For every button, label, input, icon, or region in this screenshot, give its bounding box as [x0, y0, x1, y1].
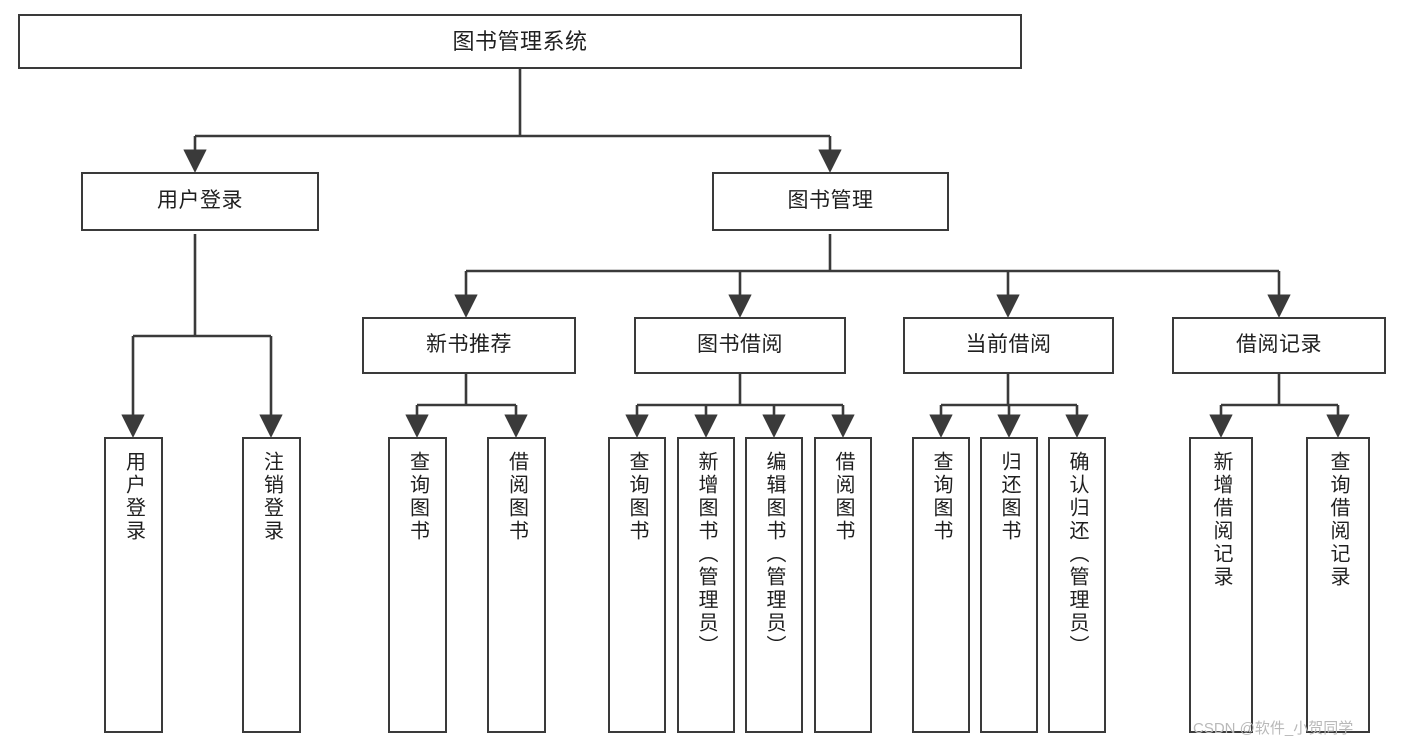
- node-leaf-record-query[interactable]: 查询借阅记录: [1306, 437, 1370, 733]
- node-leaf-current-return[interactable]: 归还图书: [980, 437, 1038, 733]
- node-leaf-record-query-label: 查询借阅记录: [1327, 451, 1349, 589]
- node-root-system[interactable]: 图书管理系统: [18, 14, 1022, 69]
- node-leaf-current-query[interactable]: 查询图书: [912, 437, 970, 733]
- node-root-system-label: 图书管理系统: [452, 28, 588, 54]
- node-borrow-record-label: 借阅记录: [1236, 333, 1322, 357]
- node-leaf-user-login-signout[interactable]: 注销登录: [242, 437, 301, 733]
- node-current-borrow-label: 当前借阅: [965, 333, 1052, 357]
- node-leaf-current-query-label: 查询图书: [930, 451, 952, 543]
- csdn-watermark: CSDN @软件_小贺同学: [1193, 720, 1354, 737]
- node-leaf-borrow-add-label: 新增图书（管理员）: [695, 451, 717, 658]
- node-book-management[interactable]: 图书管理: [712, 172, 949, 231]
- node-leaf-borrow-lend[interactable]: 借阅图书: [814, 437, 872, 733]
- node-leaf-user-login-signin[interactable]: 用户登录: [104, 437, 163, 733]
- node-leaf-borrow-edit[interactable]: 编辑图书（管理员）: [745, 437, 803, 733]
- node-book-borrow-label: 图书借阅: [697, 333, 783, 357]
- node-leaf-borrow-add[interactable]: 新增图书（管理员）: [677, 437, 735, 733]
- node-leaf-newbook-query[interactable]: 查询图书: [388, 437, 447, 733]
- node-leaf-borrow-edit-label: 编辑图书（管理员）: [763, 451, 785, 658]
- node-leaf-borrow-lend-label: 借阅图书: [832, 451, 854, 543]
- node-leaf-newbook-borrow-label: 借阅图书: [505, 451, 528, 543]
- node-book-borrow[interactable]: 图书借阅: [634, 317, 846, 374]
- node-leaf-user-login-signout-label: 注销登录: [260, 451, 283, 543]
- node-new-book-recommend-label: 新书推荐: [426, 333, 512, 357]
- node-current-borrow[interactable]: 当前借阅: [903, 317, 1114, 374]
- node-leaf-newbook-borrow[interactable]: 借阅图书: [487, 437, 546, 733]
- node-leaf-borrow-query[interactable]: 查询图书: [608, 437, 666, 733]
- node-leaf-current-confirm-return-label: 确认归还（管理员）: [1066, 451, 1088, 658]
- node-borrow-record[interactable]: 借阅记录: [1172, 317, 1386, 374]
- node-leaf-record-add-label: 新增借阅记录: [1210, 451, 1232, 589]
- node-leaf-user-login-signin-label: 用户登录: [122, 451, 145, 543]
- node-user-login[interactable]: 用户登录: [81, 172, 319, 231]
- node-leaf-current-return-label: 归还图书: [998, 451, 1020, 543]
- node-leaf-borrow-query-label: 查询图书: [626, 451, 648, 543]
- node-leaf-current-confirm-return[interactable]: 确认归还（管理员）: [1048, 437, 1106, 733]
- node-leaf-record-add[interactable]: 新增借阅记录: [1189, 437, 1253, 733]
- node-book-management-label: 图书管理: [787, 189, 874, 213]
- node-leaf-newbook-query-label: 查询图书: [406, 451, 429, 543]
- node-new-book-recommend[interactable]: 新书推荐: [362, 317, 576, 374]
- node-user-login-label: 用户登录: [157, 189, 243, 213]
